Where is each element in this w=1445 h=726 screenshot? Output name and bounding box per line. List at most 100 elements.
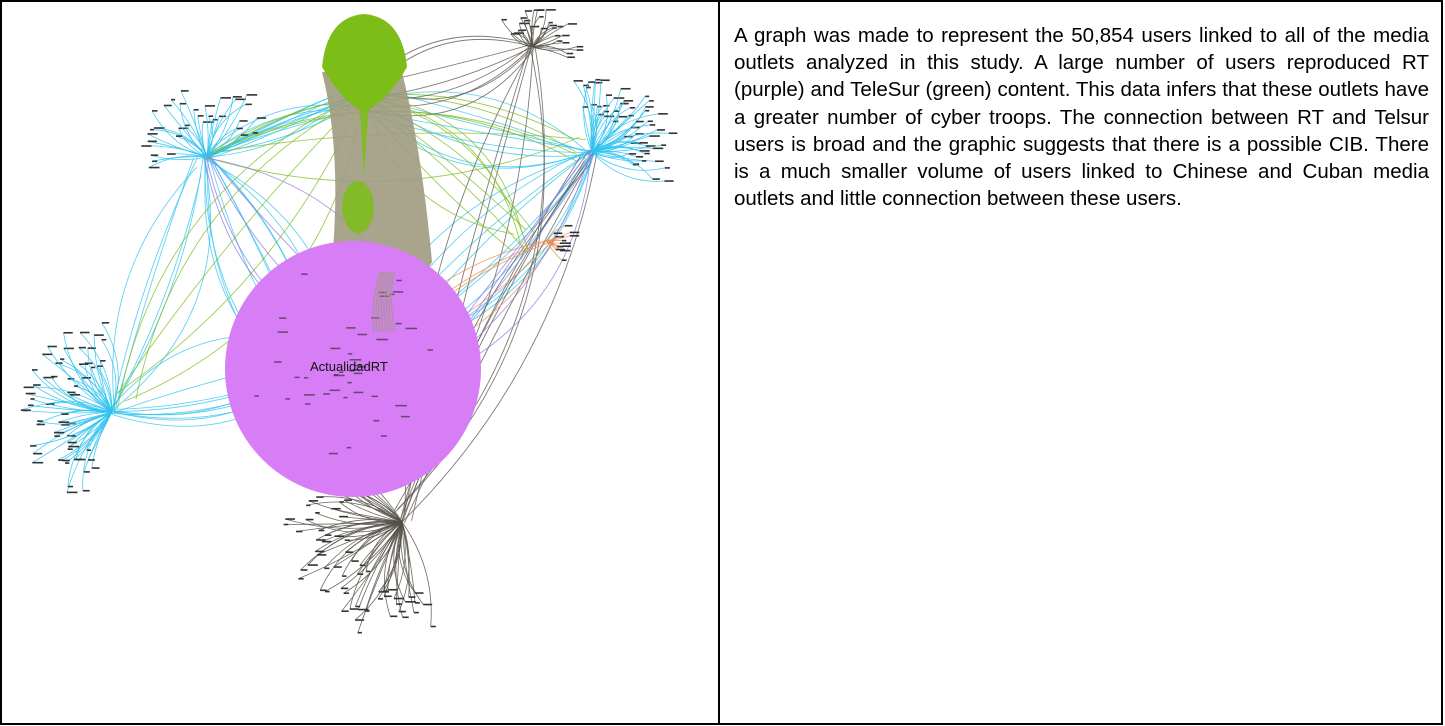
dark-cluster-ne-edge	[531, 45, 567, 54]
rt-user-label	[347, 381, 352, 384]
rt-user-label	[301, 273, 308, 275]
cyan-cluster-e-leaf-label	[644, 152, 650, 155]
dark-cluster-s-leaf-label	[357, 573, 364, 575]
cyan-cluster-w-leaf-label	[88, 459, 95, 461]
rt-user-label	[405, 327, 418, 330]
dark-cluster-s-leaf-label	[365, 610, 370, 612]
cyan-cluster-nw-edge	[206, 104, 246, 158]
cyan-cluster-nw-edge	[206, 120, 240, 158]
inter-cluster-link	[113, 157, 194, 414]
cyan-cluster-w-leaf-label	[81, 376, 91, 379]
cyan-cluster-w-leaf-label	[66, 491, 78, 494]
cyan-cluster-w-edge	[50, 376, 113, 413]
cyan-cluster-w-edge	[63, 332, 113, 413]
cyan-cluster-e-leaf-label	[603, 104, 610, 107]
cyan-cluster-nw-leaf-label	[239, 120, 248, 122]
cyan-cluster-nw-edge	[150, 154, 208, 161]
cyan-cluster-w-leaf-label	[69, 394, 81, 396]
cyan-cluster-e-edge	[591, 151, 665, 171]
rt-user-label	[400, 415, 410, 418]
cyan-cluster-w-leaf-label	[101, 338, 107, 341]
cyan-cluster-e-edge	[591, 107, 631, 153]
dark-cluster-s-leaf-label	[316, 496, 324, 498]
rt-user-label	[333, 374, 345, 377]
cyan-cluster-w-leaf-label	[58, 421, 70, 423]
cyan-cluster-w-leaf-label	[67, 391, 76, 394]
cyan-cluster-e-edge	[591, 103, 625, 153]
cyan-cluster-w-leaf-label	[68, 445, 80, 448]
rt-user-label	[279, 317, 287, 319]
cyan-cluster-nw-leaf-label	[167, 153, 176, 155]
dark-cluster-s-edge	[343, 521, 403, 594]
cyan-cluster-nw-leaf-label	[179, 102, 187, 105]
orange-cluster-leaf-label	[553, 232, 563, 235]
inter-cluster-link	[112, 166, 197, 414]
cyan-cluster-e-leaf-label	[624, 102, 629, 105]
rt-user-label	[254, 395, 259, 397]
dark-cluster-s-leaf-label	[342, 575, 347, 577]
cyan-cluster-nw-edge	[178, 128, 208, 158]
dark-cluster-s-edge	[401, 521, 415, 613]
rt-user-label	[294, 376, 300, 379]
rt-user-label	[346, 446, 352, 449]
cyan-cluster-e-leaf-label	[639, 142, 648, 144]
dark-cluster-ne-edge	[531, 35, 556, 48]
dark-cluster-ne-leaf-label	[540, 27, 548, 30]
cyan-cluster-e-leaf-label	[641, 160, 647, 162]
inter-cluster-link	[403, 163, 589, 524]
cyan-cluster-e-leaf-label	[573, 80, 583, 82]
rt-inner-link	[385, 271, 391, 333]
dark-cluster-ne-leaf-label	[557, 25, 564, 28]
dark-cluster-ne-edge	[531, 9, 538, 48]
dark-cluster-s-leaf-label	[430, 625, 436, 628]
cyan-cluster-w-leaf-label	[82, 489, 90, 492]
cyan-cluster-w-leaf-label	[33, 384, 41, 386]
cyan-cluster-w-leaf-label	[63, 347, 74, 350]
dark-cluster-s-edge	[344, 521, 403, 541]
dark-cluster-ne-leaf-label	[562, 41, 570, 44]
cyan-cluster-w-leaf-label	[86, 449, 91, 451]
rt-user-label	[285, 398, 291, 400]
dark-cluster-s-leaf-label	[378, 591, 390, 593]
dark-cluster-ne-leaf-label	[562, 34, 570, 37]
cyan-cluster-e-leaf-label	[639, 150, 650, 152]
rt-user-label	[323, 393, 330, 395]
rt-node-label: ActualidadRT	[310, 359, 388, 374]
dark-cluster-s-leaf-label	[321, 540, 332, 543]
dark-cluster-s-leaf-label	[340, 587, 349, 590]
rt-user-label	[395, 404, 407, 407]
dark-cluster-ne-leaf-label	[524, 19, 531, 22]
inter-cluster-link	[109, 147, 212, 413]
cyan-cluster-w-edge	[87, 348, 113, 413]
cyan-cluster-e-leaf-label	[595, 78, 601, 81]
cyan-cluster-e-leaf-label	[600, 79, 610, 82]
cyan-cluster-w-leaf-label	[100, 360, 106, 362]
orange-cluster-leaf-label	[569, 235, 580, 237]
cyan-cluster-nw-edge	[163, 105, 208, 158]
dark-cluster-s-leaf-label	[405, 601, 416, 603]
cyan-cluster-e-leaf-label	[613, 110, 620, 112]
network-hubs	[225, 14, 481, 497]
rt-inner-link	[383, 271, 389, 333]
cyan-cluster-nw-edge	[206, 134, 242, 158]
cyan-cluster-w-edge	[101, 322, 119, 413]
cyan-cluster-nw-leaf-label	[232, 96, 242, 98]
cyan-cluster-e-leaf-label	[664, 167, 670, 169]
cyan-cluster-e-leaf-label	[620, 87, 631, 90]
dark-cluster-s-edge	[305, 519, 403, 533]
rt-user-label	[376, 338, 389, 341]
dark-cluster-s-edge	[315, 512, 403, 526]
cyan-cluster-w-leaf-label	[54, 435, 60, 437]
cyan-cluster-w-leaf-label	[67, 485, 74, 488]
cyan-cluster-nw-leaf-label	[208, 115, 214, 118]
cyan-cluster-nw-leaf-label	[193, 108, 199, 111]
rt-user-label	[349, 359, 362, 361]
telesur-sub-cluster	[342, 181, 374, 233]
cyan-cluster-nw-leaf-label	[220, 97, 232, 99]
cyan-cluster-e-leaf-label	[618, 115, 628, 118]
dark-cluster-s-edge	[298, 521, 403, 580]
cyan-cluster-w-leaf-label	[73, 458, 83, 461]
telesur-spur	[357, 62, 372, 177]
rt-user-label	[303, 377, 309, 379]
cyan-cluster-e-leaf-label	[649, 100, 654, 102]
